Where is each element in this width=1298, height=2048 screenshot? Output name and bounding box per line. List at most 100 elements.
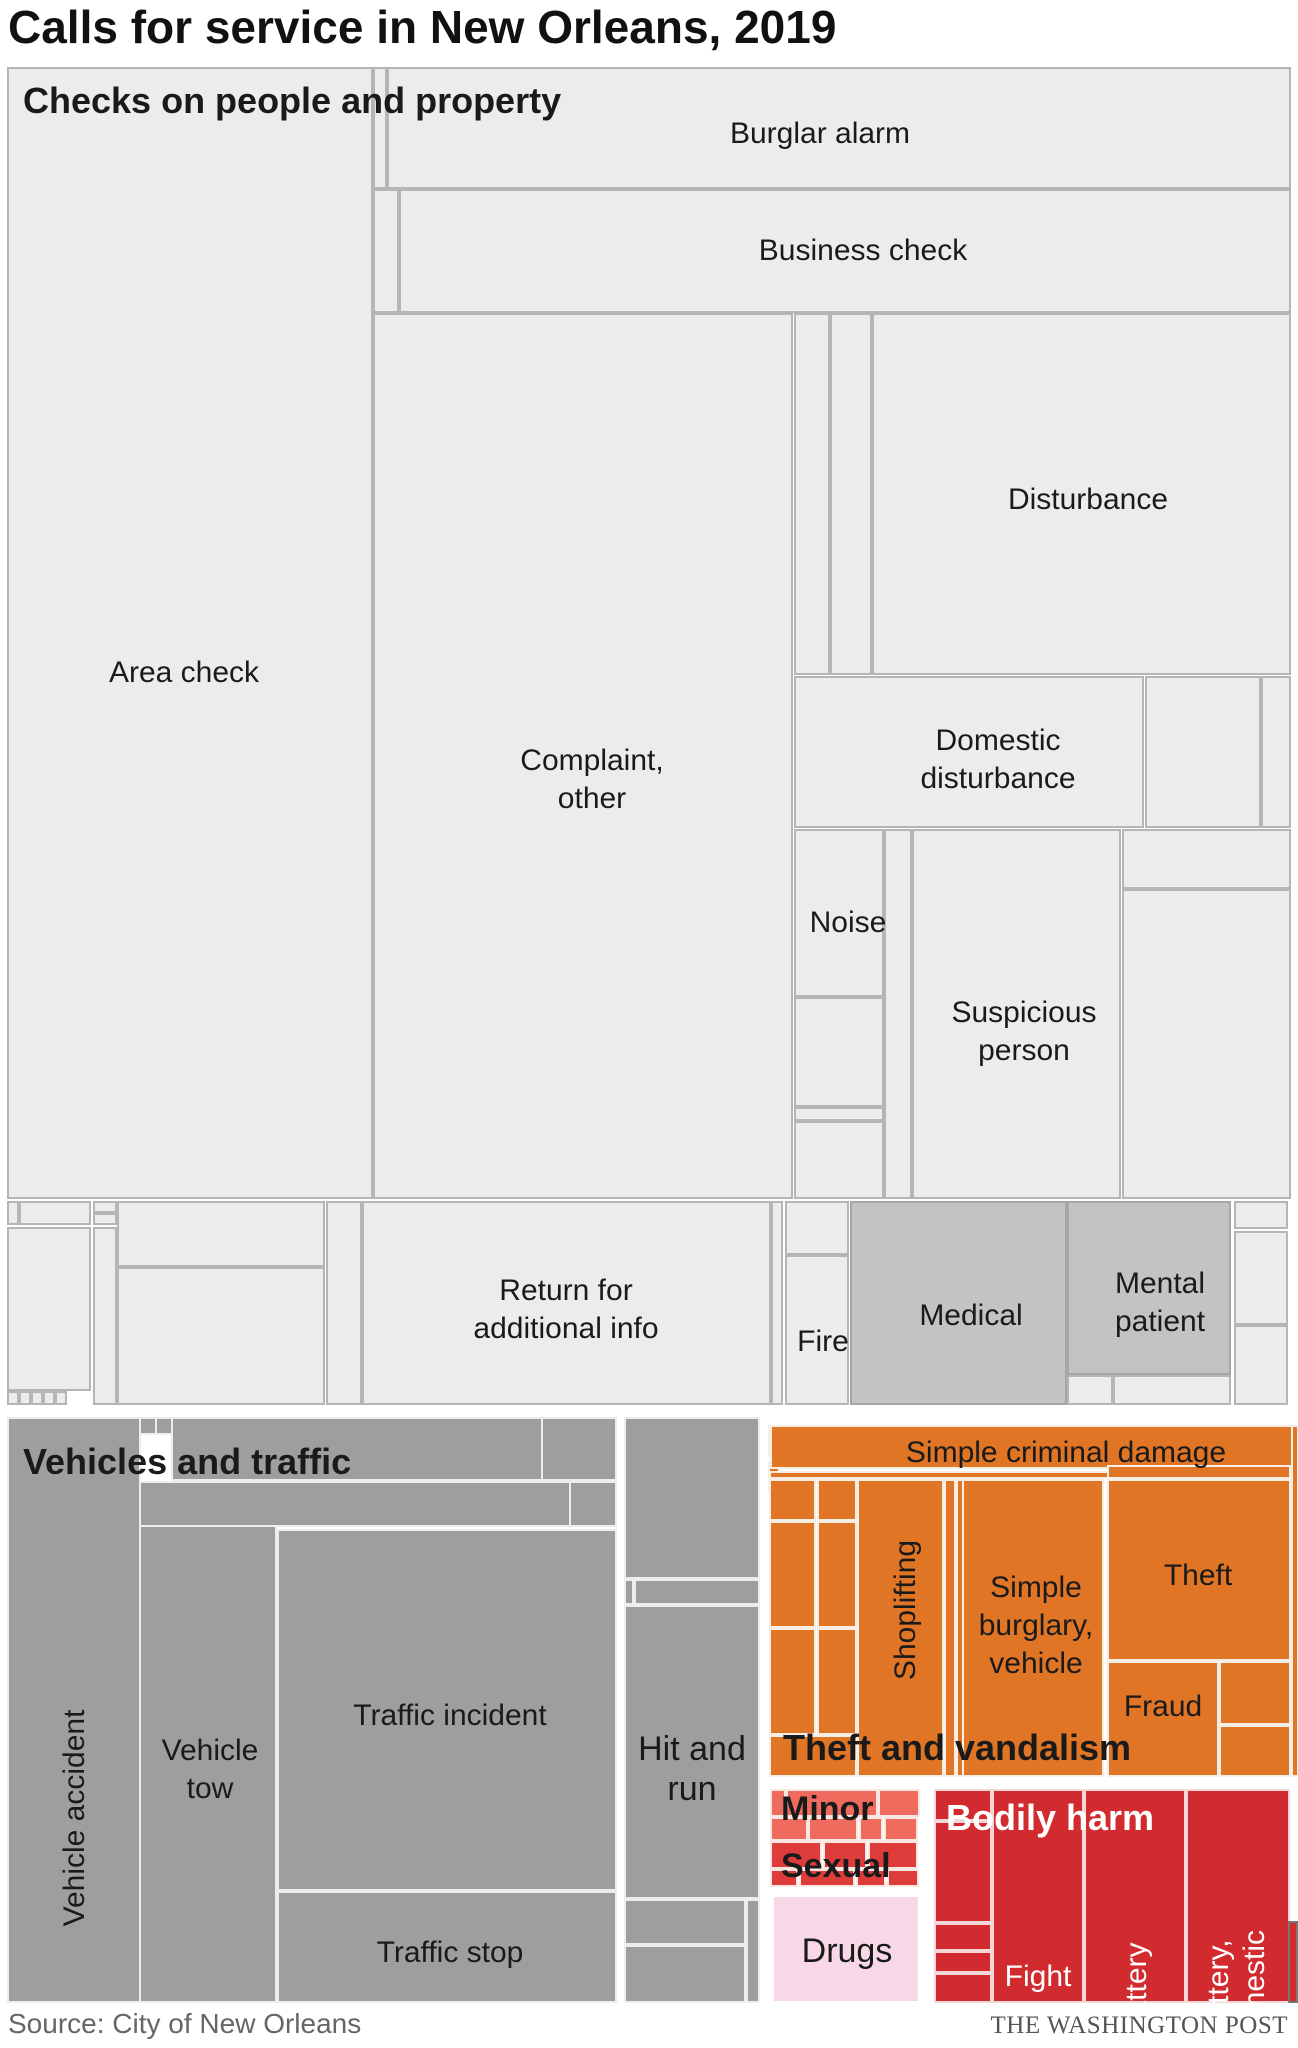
treemap-cell (934, 1973, 992, 2003)
treemap-cell (794, 1107, 884, 1121)
treemap-cell (794, 313, 830, 675)
treemap-cell (7, 1391, 19, 1405)
label-business-check: Business check (759, 234, 968, 267)
cell-traffic-stop (277, 1891, 617, 2003)
treemap-cell (808, 1817, 858, 1841)
treemap-cell (1122, 889, 1291, 1199)
treemap-cell (624, 1899, 746, 1945)
group-label-minor: Minor (781, 1790, 874, 1828)
chart-title: Calls for service in New Orleans, 2019 (8, 1, 837, 53)
source-note: Source: City of New Orleans (8, 2008, 362, 2039)
treemap-cell (817, 1479, 857, 1521)
cell-traffic-incident (277, 1529, 617, 1891)
treemap-cell (884, 829, 912, 1199)
treemap-cell (934, 1789, 992, 1821)
group-label-checks: Checks on people and property (23, 80, 561, 121)
label-medical: Medical (919, 1299, 1022, 1332)
treemap-cell (1234, 1201, 1288, 1229)
label-complaint-other: Complaint,other (520, 744, 663, 815)
treemap-cell (770, 1841, 822, 1869)
treemap-cell (887, 1869, 919, 1887)
treemap-cell (769, 1628, 816, 1735)
label-shoplifting: Shoplifting (889, 1540, 922, 1680)
label-drugs: Drugs (802, 1932, 893, 1970)
treemap-cell (1234, 1325, 1288, 1405)
cell-disturbance (872, 313, 1291, 675)
cell-medical (850, 1201, 1067, 1405)
cell-complaint-other (373, 313, 793, 1199)
treemap-cell (1113, 1375, 1231, 1405)
treemap-cell (55, 1391, 67, 1405)
treemap-cell (541, 1417, 617, 1481)
treemap-cell (19, 1391, 31, 1405)
label-fight: Fight (1005, 1960, 1072, 1993)
treemap-cell (817, 1521, 857, 1628)
treemap-cell (569, 1481, 617, 1527)
treemap-cell (770, 1869, 798, 1887)
label-traffic-stop: Traffic stop (377, 1936, 524, 1969)
label-traffic-incident: Traffic incident (353, 1699, 547, 1732)
treemap-cell (769, 1479, 816, 1521)
credit-line: THE WASHINGTON POST (990, 2012, 1288, 2039)
cell-mental-patient (1067, 1201, 1231, 1375)
treemap-cell (399, 189, 1291, 313)
treemap-cell (746, 1899, 760, 2003)
treemap-cell (817, 1628, 857, 1735)
treemap-cell (155, 1417, 173, 1435)
cell-hit-and-run (624, 1605, 760, 1899)
cell-simple-criminal-damage (770, 1425, 1298, 1469)
group-label-theft: Theft and vandalism (783, 1727, 1131, 1768)
treemap-cell (884, 1817, 918, 1841)
treemap-cell (1145, 676, 1261, 828)
group-label-sexual: Sexual (781, 1847, 891, 1885)
treemap-cell (799, 1869, 855, 1887)
treemap-cell (878, 1789, 920, 1817)
treemap-cell (624, 1417, 760, 1579)
treemap-cell (387, 67, 1291, 189)
label-fraud: Fraud (1124, 1690, 1202, 1723)
treemap-cell (856, 1869, 886, 1887)
treemap-cell (934, 1951, 992, 1973)
treemap-cell (769, 1735, 857, 1777)
treemap-cell (794, 997, 884, 1107)
cell-simple-burglary-vehicle (962, 1479, 1104, 1777)
cell-fire (785, 1255, 849, 1405)
cell-noise (794, 829, 884, 997)
label-noise: Noise (810, 906, 887, 939)
label-vehicle-accident: Vehicle accident (58, 1709, 91, 1926)
label-area-check: Area check (109, 656, 260, 689)
treemap-cell (934, 1923, 992, 1951)
treemap-cell (868, 1841, 918, 1869)
treemap-cell (171, 1417, 543, 1481)
treemap-cell (771, 1201, 783, 1405)
treemap-cell (93, 1227, 117, 1405)
cell-fight (992, 1789, 1084, 2003)
treemap-cell (770, 1817, 808, 1841)
treemap-cell (1288, 1921, 1298, 2003)
label-battery: Battery (1120, 1942, 1153, 2037)
cell-battery-domestic (1186, 1789, 1290, 2003)
treemap-cell (326, 1201, 362, 1405)
label-fire: Fire (797, 1325, 849, 1358)
treemap-cell (1122, 829, 1291, 889)
cell-fraud (1107, 1661, 1219, 1777)
cell-theft (1107, 1479, 1291, 1661)
treemap-cell (785, 1201, 849, 1255)
treemap-cell (117, 1267, 325, 1405)
label-burglar-alarm: Burglar alarm (730, 117, 910, 150)
treemap-cell (1107, 1465, 1291, 1479)
treemap-cell (1219, 1725, 1291, 1777)
treemap-cell (1219, 1661, 1291, 1725)
treemap-cell (1234, 1231, 1288, 1325)
treemap-cell (93, 1213, 117, 1225)
cell-suspicious-person (912, 829, 1121, 1199)
treemap-cell (43, 1391, 55, 1405)
